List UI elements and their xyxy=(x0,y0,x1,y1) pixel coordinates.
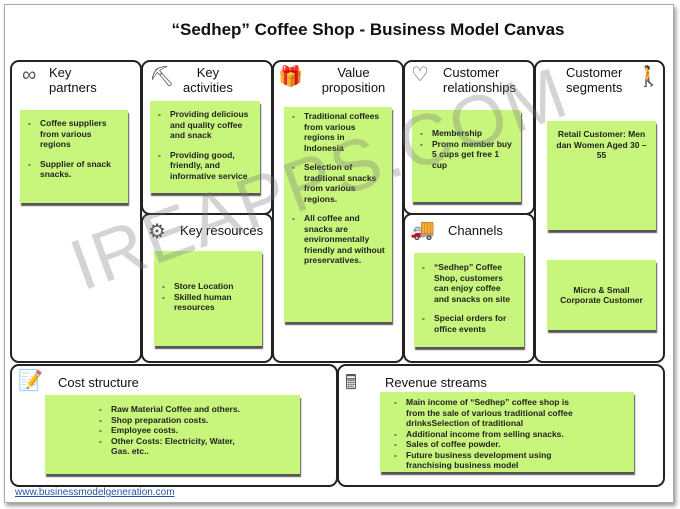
truck-icon: 🚚 xyxy=(410,219,435,241)
partners-icon: ∞ xyxy=(22,64,37,86)
list-item: Other Costs: Electricity, Water, Gas. et… xyxy=(99,436,251,457)
footer-link[interactable]: www.businessmodelgeneration.com xyxy=(15,487,175,498)
worker-icon: ⛏ xyxy=(149,66,175,88)
page-title: “Sedhep” Coffee Shop - Business Model Ca… xyxy=(171,20,565,39)
heading-line: activities xyxy=(183,80,233,95)
cash-register-icon: 🖩 xyxy=(345,372,357,394)
list-item: Shop preparation costs. xyxy=(99,415,251,426)
customer-segment-note: Micro & Small Corporate Customer xyxy=(547,260,656,330)
heading-line: Customer xyxy=(443,65,500,80)
heading-line: Customer xyxy=(566,65,623,80)
list-item: Traditional coffees from various regions… xyxy=(292,111,386,153)
revenue-streams-note: Main income of “Sedhep” coffee shop is f… xyxy=(380,392,634,472)
list-item: Future business development using franch… xyxy=(394,450,586,471)
cost-structure-note: Raw Material Coffee and others.Shop prep… xyxy=(45,395,300,474)
document-icon: 📝 xyxy=(18,370,43,392)
customer-relationships-note: MembershipPromo member buy 5 cups get fr… xyxy=(412,110,521,202)
heading-line: segments xyxy=(566,80,623,95)
heading-line: Key xyxy=(49,65,72,80)
cost-structure-heading: Cost structure xyxy=(58,375,139,390)
list-item: Sales of coffee powder. xyxy=(394,439,586,450)
heading-line: proposition xyxy=(321,80,386,95)
list-item: “Sedhep” Coffee Shop, customers can enjo… xyxy=(422,262,518,304)
list-item: Providing delicious and quality coffee a… xyxy=(158,109,254,141)
value-proposition-note: Traditional coffees from various regions… xyxy=(284,107,392,322)
person-icon: 🚶 xyxy=(636,66,661,88)
key-activities-note: Providing delicious and quality coffee a… xyxy=(150,101,260,193)
channels-note: “Sedhep” Coffee Shop, customers can enjo… xyxy=(414,253,524,347)
list-item: Main income of “Sedhep” coffee shop is f… xyxy=(394,397,586,429)
list-item: Special orders for office events xyxy=(422,313,518,334)
customer-segment-note: Retail Customer: Men dan Women Aged 30 –… xyxy=(547,121,656,230)
heading-line: Value xyxy=(337,65,370,80)
list-item: Additional income from selling snacks. xyxy=(394,429,586,440)
list-item: Coffee suppliers from various regions xyxy=(28,118,122,150)
list-item: All coffee and snacks are environmentall… xyxy=(292,213,386,266)
list-item: Supplier of snack snacks. xyxy=(28,159,122,180)
heading-line: Key xyxy=(196,65,220,80)
list-item: Promo member buy 5 cups get free 1 cup xyxy=(420,139,515,171)
key-resources-heading: Key resources xyxy=(180,223,264,238)
list-item: Selection of traditional snacks from var… xyxy=(292,162,386,204)
list-item: Membership xyxy=(420,128,515,139)
resources-icon: ⚙ xyxy=(148,221,166,243)
heading-line: relationships xyxy=(443,80,516,95)
key-partners-note: Coffee suppliers from various regionsSup… xyxy=(20,110,128,203)
channels-heading: Channels xyxy=(448,223,503,238)
heading-line: partners xyxy=(49,80,97,95)
list-item: Providing good, friendly, and informativ… xyxy=(158,150,254,182)
revenue-streams-heading: Revenue streams xyxy=(385,375,487,390)
list-item: Skilled human resources xyxy=(162,292,256,313)
key-resources-note: Store LocationSkilled human resources xyxy=(154,251,262,346)
gift-icon: 🎁 xyxy=(278,66,303,88)
list-item: Employee costs. xyxy=(99,425,251,436)
list-item: Raw Material Coffee and others. xyxy=(99,404,251,415)
list-item: Store Location xyxy=(162,281,256,292)
heart-icon: ♡ xyxy=(411,64,429,86)
